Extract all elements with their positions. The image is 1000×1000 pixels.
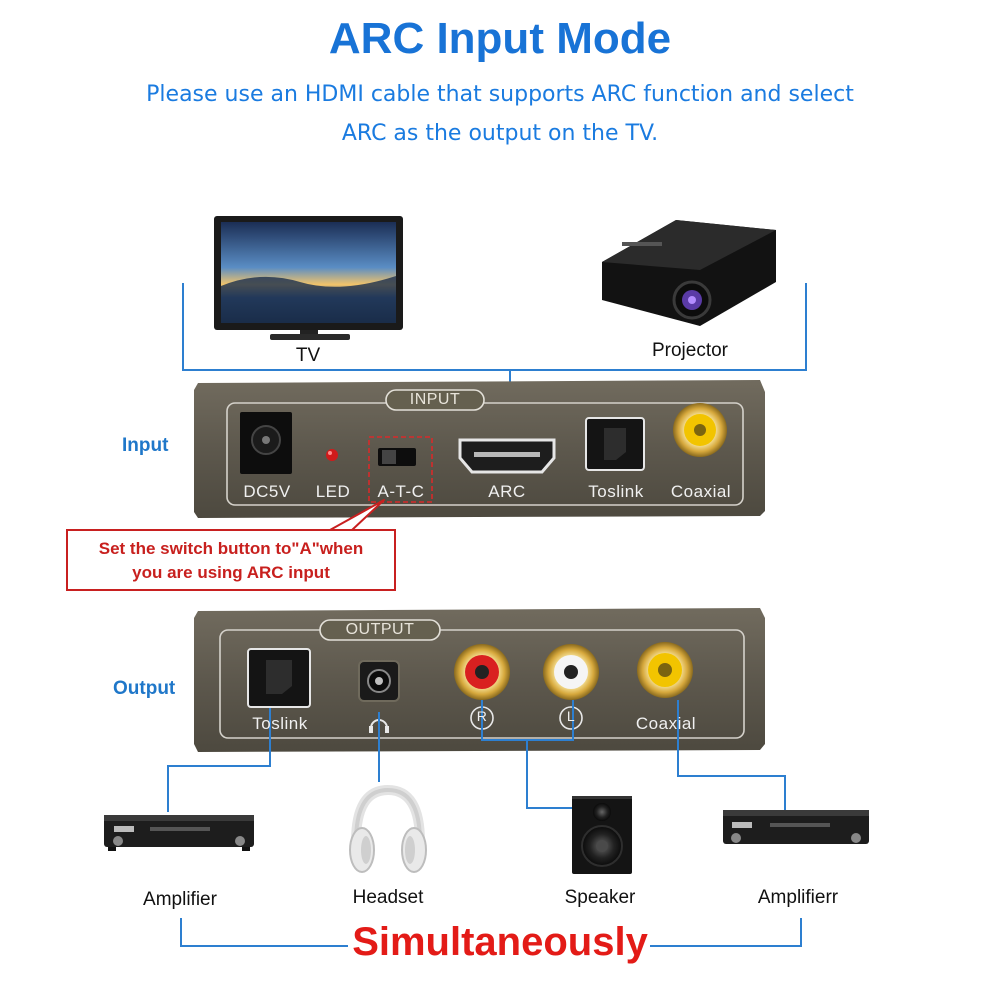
port-label-l: L (566, 708, 576, 724)
port-label-led: LED (315, 482, 351, 501)
callout-line-1: Set the switch button to"A"when (98, 539, 364, 558)
speaker-icon (572, 796, 632, 874)
headset-label: Headset (352, 887, 424, 908)
amplifier-2-label: Amplifierr (757, 887, 839, 908)
output-panel-badge: OUTPUT (345, 621, 415, 638)
output-connection-lines (167, 700, 786, 812)
port-label-atc-switch: A-T-C (377, 482, 425, 501)
projector-icon (602, 220, 776, 326)
port-label-toslink-out: Toslink (252, 714, 308, 733)
port-label-coaxial-in: Coaxial (670, 482, 732, 501)
callout-line-2: you are using ARC input (132, 563, 330, 582)
port-label-dc5v: DC5V (243, 482, 291, 501)
subtitle-line-1: Please use an HDMI cable that supports A… (146, 82, 854, 107)
port-label-coaxial-out: Coaxial (635, 714, 697, 733)
tv-icon (214, 216, 403, 340)
amplifier-icon (104, 815, 254, 851)
projector-label: Projector (651, 340, 729, 361)
switch-callout: Set the switch button to"A"when you are … (66, 529, 396, 591)
amplifier-label: Amplifier (143, 889, 217, 910)
amplifier-2-icon (723, 810, 869, 844)
port-label-arc: ARC (488, 482, 526, 501)
speaker-label: Speaker (564, 887, 636, 908)
input-side-label: Input (122, 435, 169, 456)
input-panel-badge: INPUT (409, 391, 461, 408)
tv-label: TV (295, 345, 321, 366)
page-title: ARC Input Mode (328, 14, 672, 63)
simultaneous-bracket (180, 918, 802, 947)
simultaneously-label: Simultaneously (352, 920, 648, 964)
port-label-r: R (476, 708, 488, 724)
subtitle-line-2: ARC as the output on the TV. (341, 121, 659, 146)
output-side-label: Output (113, 678, 176, 699)
port-label-toslink-in: Toslink (588, 482, 644, 501)
output-panel (194, 608, 765, 752)
headset-icon (349, 784, 427, 873)
input-panel (194, 380, 765, 518)
